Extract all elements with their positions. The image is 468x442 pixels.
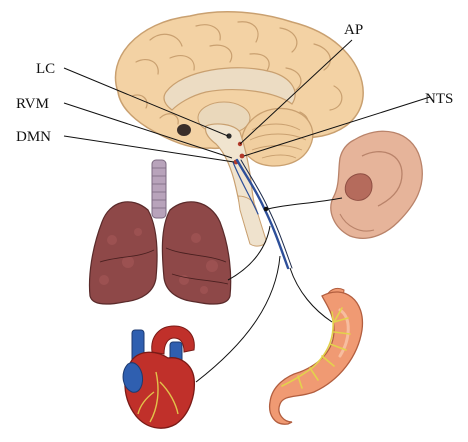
- label-lc: LC: [36, 61, 55, 77]
- lungs: [90, 160, 231, 304]
- right-lung: [162, 202, 230, 304]
- stomach-body: [270, 292, 363, 424]
- label-ap: AP: [344, 22, 363, 38]
- label-dmn: DMN: [16, 129, 51, 145]
- trachea: [152, 160, 166, 218]
- ventricle-spot: [177, 124, 191, 136]
- heart: [123, 326, 194, 428]
- right-atrium: [123, 363, 142, 393]
- ear-helix: [331, 131, 422, 238]
- nts-nucleus: [240, 154, 245, 159]
- ear: [331, 131, 422, 238]
- label-rvm: RVM: [16, 96, 49, 112]
- label-nts: NTS: [425, 91, 453, 107]
